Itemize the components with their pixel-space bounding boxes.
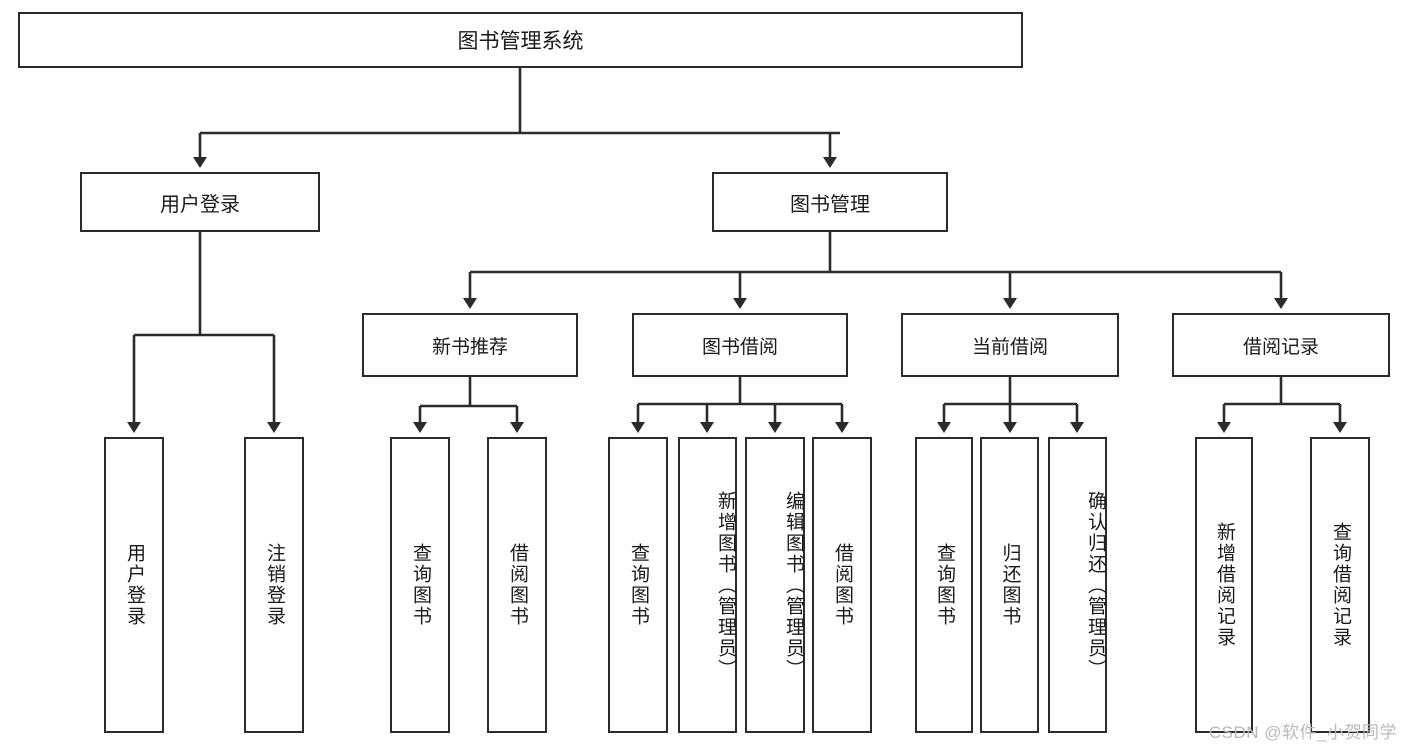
leaf-confirm-return-admin[interactable]: 确认归还（管理员） [1048, 437, 1107, 733]
watermark-text: CSDN @软件_小贺同学 [1208, 723, 1397, 742]
leaf-add-book-admin[interactable]: 新增图书（管理员） [678, 437, 737, 733]
node-label: 新增图书（管理员） [715, 490, 736, 680]
leaf-borrow-book-recommend[interactable]: 借阅图书 [487, 437, 547, 733]
leaf-borrow-book[interactable]: 借阅图书 [812, 437, 872, 733]
node-label: 新增借阅记录 [1213, 522, 1235, 648]
node-label: 编辑图书（管理员） [783, 490, 804, 680]
node-book-management-system[interactable]: 图书管理系统 [18, 12, 1023, 68]
leaf-add-borrow-record[interactable]: 新增借阅记录 [1195, 437, 1253, 733]
node-book-management[interactable]: 图书管理 [712, 172, 948, 232]
node-label: 确认归还（管理员） [1085, 490, 1106, 680]
leaf-query-book-recommend[interactable]: 查询图书 [390, 437, 450, 733]
leaf-return-book[interactable]: 归还图书 [980, 437, 1039, 733]
node-label: 注销登录 [263, 543, 285, 627]
leaf-edit-book-admin[interactable]: 编辑图书（管理员） [745, 437, 805, 733]
node-label: 查询借阅记录 [1329, 522, 1351, 648]
node-label: 归还图书 [999, 543, 1021, 627]
node-label: 查询图书 [627, 543, 649, 627]
node-label: 查询图书 [933, 543, 955, 627]
leaf-logout-login[interactable]: 注销登录 [244, 437, 304, 733]
node-label: 新书推荐 [431, 336, 508, 358]
node-label: 借阅图书 [506, 543, 528, 627]
leaf-query-borrow-record[interactable]: 查询借阅记录 [1310, 437, 1370, 733]
node-book-borrow[interactable]: 图书借阅 [632, 313, 848, 377]
node-label: 图书借阅 [701, 336, 778, 358]
leaf-query-book-current[interactable]: 查询图书 [915, 437, 973, 733]
leaf-user-login[interactable]: 用户登录 [104, 437, 164, 733]
node-label: 当前借阅 [971, 336, 1048, 358]
node-user-login[interactable]: 用户登录 [80, 172, 320, 232]
node-label: 查询图书 [409, 543, 431, 627]
node-borrow-record[interactable]: 借阅记录 [1172, 313, 1390, 377]
leaf-query-book-borrow[interactable]: 查询图书 [608, 437, 668, 733]
node-label: 用户登录 [160, 193, 240, 216]
node-label: 用户登录 [123, 543, 145, 627]
node-label: 借阅图书 [831, 543, 853, 627]
node-label: 借阅记录 [1242, 336, 1319, 358]
node-new-book-recommend[interactable]: 新书推荐 [362, 313, 578, 377]
node-current-borrow[interactable]: 当前借阅 [901, 313, 1119, 377]
node-label: 图书管理系统 [457, 30, 584, 53]
node-label: 图书管理 [790, 193, 870, 216]
